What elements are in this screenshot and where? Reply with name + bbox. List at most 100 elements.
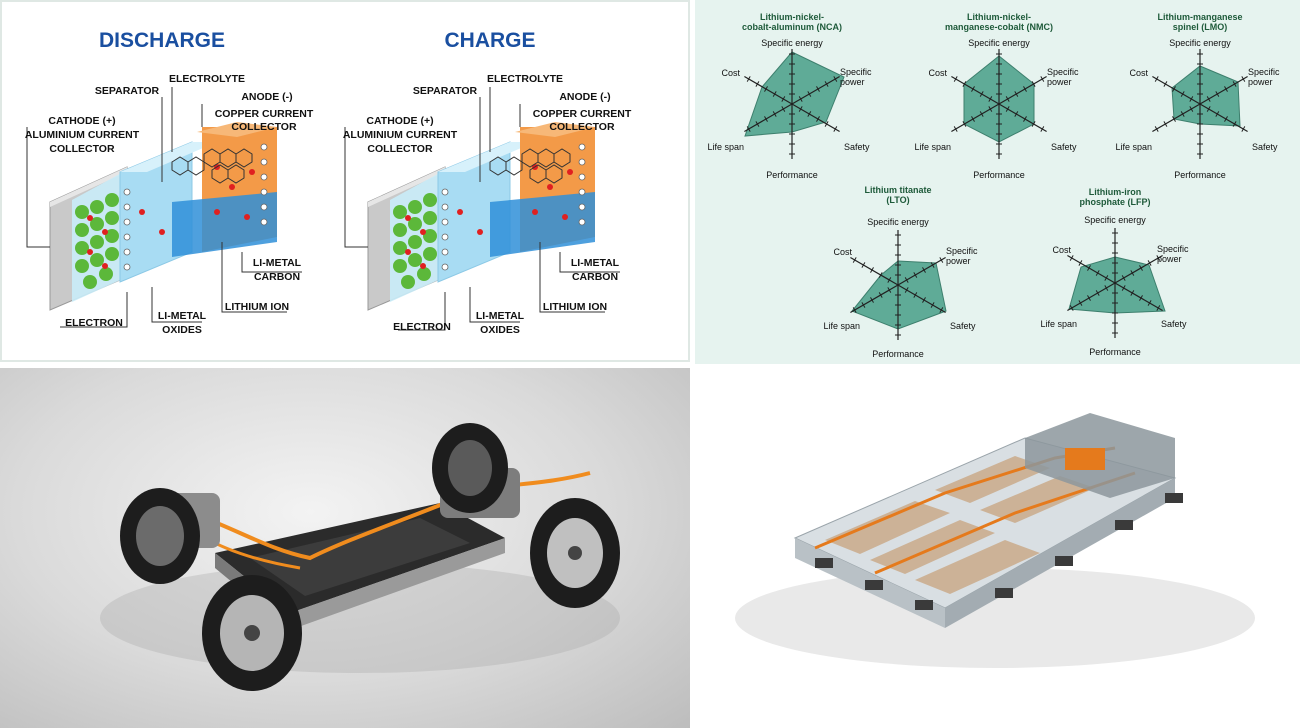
radar-tick	[1154, 76, 1159, 82]
radar-tick	[1206, 106, 1211, 112]
radar-tick	[755, 121, 760, 127]
radar-tick	[1139, 265, 1143, 271]
radar-tick	[1104, 285, 1109, 291]
radar-tick	[1156, 305, 1161, 311]
radar-tick	[1241, 126, 1246, 132]
radar-tick	[1215, 111, 1220, 117]
axis-life-span: Life span	[1040, 319, 1077, 329]
radar-axis-line	[1114, 254, 1163, 284]
radar-title-1: Lithium titanate	[865, 185, 932, 195]
radar-tick	[1147, 260, 1152, 266]
cathode-label: CATHODE (+)	[48, 115, 115, 127]
radar-tick	[988, 96, 993, 102]
radar-tick	[1215, 91, 1220, 97]
radar-tick	[1130, 290, 1135, 296]
radar-tick	[870, 267, 874, 273]
radar-shape	[1171, 65, 1241, 127]
radar-tick	[887, 287, 892, 293]
axis-specific-power-2: power	[1047, 77, 1072, 87]
radar-tick	[962, 121, 967, 127]
radar-axis-line	[744, 103, 793, 133]
axis-performance: Performance	[1089, 347, 1141, 357]
radar-axis-line	[998, 103, 1047, 133]
axis-performance: Performance	[973, 170, 1025, 180]
radar-tick	[1095, 290, 1100, 296]
radar-tick	[1189, 106, 1194, 112]
radar-tick	[764, 86, 768, 92]
axis-performance: Performance	[1174, 170, 1226, 180]
radar-tick	[852, 257, 857, 263]
radar-tick	[1005, 96, 1010, 102]
radar-axes	[951, 49, 1047, 159]
charge-copper-collector-label-1: COPPER CURRENT	[533, 108, 632, 120]
radar-nca: Lithium-nickel- cobalt-aluminum (NCA) Sp…	[707, 12, 872, 180]
ev-battery-pack-photo	[695, 368, 1300, 728]
radar-axis-line	[744, 75, 793, 105]
radar-tick	[1069, 255, 1074, 261]
charge-electrolyte-label: ELECTROLYTE	[487, 73, 563, 85]
radar-axes	[1067, 228, 1163, 338]
radar-axis-line	[850, 256, 899, 286]
axis-specific-energy: Specific energy	[761, 38, 823, 48]
axis-cost: Cost	[721, 68, 740, 78]
radar-title-1: Lithium-nickel-	[967, 12, 1031, 22]
electrolyte-label: ELECTROLYTE	[169, 73, 245, 85]
radar-tick	[1172, 116, 1176, 122]
radar-axis-line	[1152, 103, 1201, 133]
radar-tick	[1224, 116, 1228, 122]
radar-nmc: Lithium-nickel- manganese-cobalt (NMC) S…	[914, 12, 1079, 180]
axis-safety: Safety	[844, 142, 870, 152]
radar-tick	[971, 116, 975, 122]
radar-tick	[781, 106, 786, 112]
charge-copper-collector-label-2: COLLECTOR	[549, 121, 615, 133]
radar-tick	[953, 76, 958, 82]
limetal-oxides-label-2: OXIDES	[162, 324, 202, 336]
radar-tick	[1232, 121, 1237, 127]
radar-tick	[1031, 81, 1036, 87]
radar-tick	[1005, 106, 1010, 112]
anode-label: ANODE (-)	[241, 91, 292, 103]
aluminium-collector-label-1: ALUMINIUM CURRENT	[25, 129, 140, 141]
electron-label: ELECTRON	[65, 317, 123, 329]
radar-title-1: Lithium-iron	[1089, 187, 1142, 197]
axis-specific-power-1: Specific	[946, 246, 978, 256]
limetal-carbon-label-2: CARBON	[254, 271, 300, 283]
radar-tick	[798, 96, 803, 102]
radar-axes	[1152, 49, 1248, 159]
radar-axis-line	[791, 103, 840, 133]
radar-tick	[930, 302, 935, 308]
radar-tick	[1172, 86, 1176, 92]
charge-aluminium-collector-label-2: COLLECTOR	[367, 143, 433, 155]
axis-specific-power-1: Specific	[1157, 244, 1189, 254]
charge-separator-label: SEPARATOR	[413, 85, 478, 97]
radar-tick	[1154, 126, 1159, 132]
axis-specific-energy: Specific energy	[968, 38, 1030, 48]
axis-specific-power-2: power	[1157, 254, 1182, 264]
radar-axis-line	[998, 75, 1047, 105]
radar-title-1: Lithium-nickel-	[760, 12, 824, 22]
axis-safety: Safety	[1051, 142, 1077, 152]
radar-lmo: Lithium-manganese spinel (LMO) Specific …	[1115, 12, 1280, 180]
axis-life-span: Life span	[707, 142, 744, 152]
radar-tick	[904, 287, 909, 293]
radar-axis-line	[897, 256, 946, 286]
axis-specific-power-2: power	[840, 77, 865, 87]
charge-lithium-ion-label: LITHIUM ION	[543, 301, 607, 313]
radar-tick	[764, 116, 768, 122]
radar-tick	[755, 81, 760, 87]
radar-tick	[922, 267, 926, 273]
radar-tick	[746, 126, 751, 132]
radar-tick	[878, 292, 883, 298]
radar-tick	[1147, 300, 1152, 306]
discharge-title: DISCHARGE	[99, 29, 225, 52]
axis-safety: Safety	[950, 321, 976, 331]
radar-tick	[1189, 96, 1194, 102]
radar-tick	[1241, 76, 1246, 82]
battery-chemistry-radar-panel: Lithium-nickel- cobalt-aluminum (NCA) Sp…	[695, 0, 1300, 364]
radar-tick	[807, 111, 812, 117]
radar-tick	[824, 121, 829, 127]
radar-tick	[1139, 295, 1143, 301]
radar-tick	[781, 96, 786, 102]
axis-safety: Safety	[1252, 142, 1278, 152]
wheel	[120, 488, 200, 584]
